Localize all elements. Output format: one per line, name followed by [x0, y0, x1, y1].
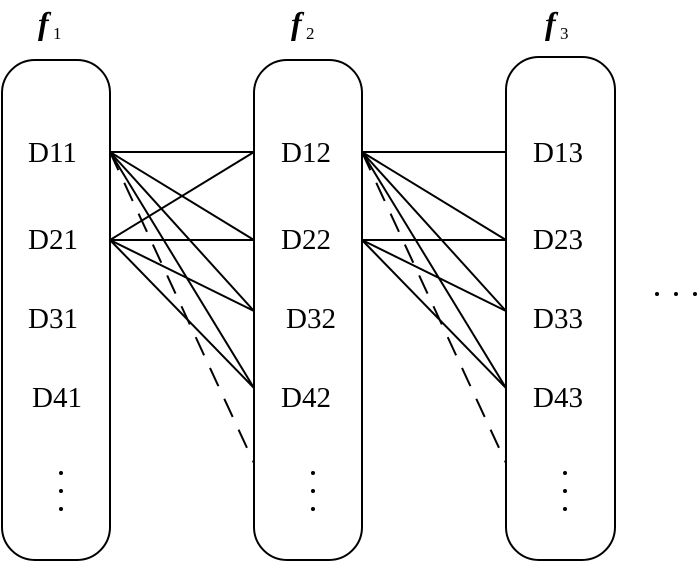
node-D21: D21 — [28, 224, 78, 256]
edge-D12-D43 — [361, 151, 507, 389]
column-subscript-f2: 2 — [306, 24, 315, 43]
edges — [109, 151, 507, 464]
column-f1: f 1 D11 D21 D31 D41 — [1, 5, 111, 561]
ellipsis-f2 — [311, 471, 315, 511]
continuation-ellipsis — [655, 292, 697, 296]
column-subscript-f3: 3 — [560, 24, 569, 43]
column-f2: f 2 D12 D22 D32 D42 — [253, 5, 363, 561]
edge-D22-D33 — [361, 239, 507, 312]
ellipsis-f1 — [59, 471, 63, 511]
column-box-f2 — [253, 59, 363, 561]
node-D43: D43 — [533, 382, 583, 414]
node-D11: D11 — [28, 137, 77, 169]
node-D13: D13 — [533, 137, 583, 169]
node-D42: D42 — [281, 382, 331, 414]
node-D23: D23 — [533, 224, 583, 256]
node-D41: D41 — [32, 382, 82, 414]
edge-D21-D32 — [109, 239, 255, 312]
node-D31: D31 — [28, 303, 78, 335]
node-D33: D33 — [533, 303, 583, 335]
column-title-f2: f — [291, 5, 305, 41]
edge-D21-D42 — [109, 239, 255, 389]
edge-D12-D33 — [361, 151, 507, 312]
column-box-f1 — [1, 59, 111, 561]
column-subscript-f1: 1 — [53, 24, 62, 43]
edge-D11-D32 — [109, 151, 255, 312]
node-D22: D22 — [281, 224, 331, 256]
column-title-f3: f — [545, 5, 559, 41]
edge-D11-f2-ellipsis — [109, 151, 255, 464]
column-f3: f 3 D13 D23 D33 D43 — [505, 5, 616, 561]
edge-D11-D42 — [109, 151, 255, 389]
edge-D21-D12 — [109, 151, 255, 241]
edge-D12-D23 — [361, 151, 507, 241]
column-title-f1: f — [38, 5, 52, 41]
column-box-f3 — [505, 56, 616, 561]
edge-D22-D43 — [361, 239, 507, 389]
ellipsis-f3 — [563, 471, 567, 511]
node-D12: D12 — [281, 137, 331, 169]
node-D32: D32 — [286, 303, 336, 335]
edge-D12-f3-ellipsis — [361, 151, 507, 464]
